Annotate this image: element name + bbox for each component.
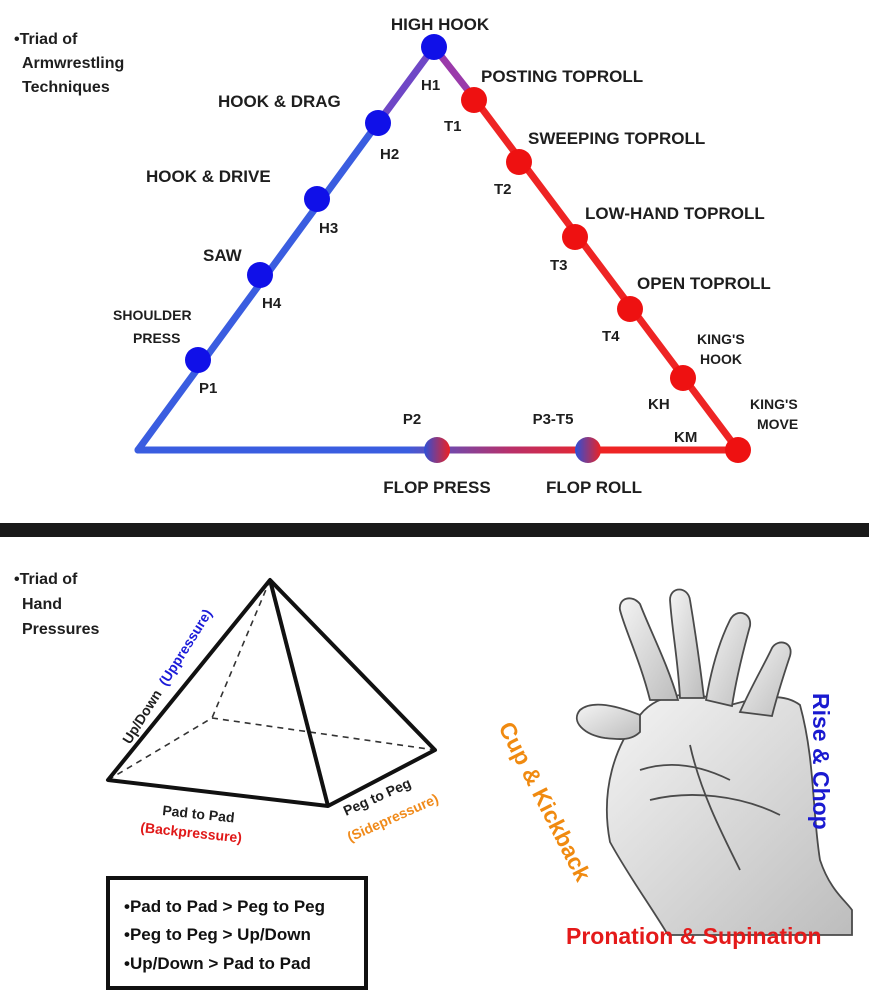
triad-pressures-section: •Triad of Hand Pressures Up/Down (Uppres… — [14, 571, 441, 990]
code-h3: H3 — [319, 220, 338, 237]
label-hook-drive: HOOK & DRIVE — [146, 167, 271, 186]
pressure-rules-box — [106, 876, 368, 990]
node-h3 — [304, 186, 330, 212]
code-h2: H2 — [380, 146, 399, 163]
code-p3t5: P3-T5 — [533, 411, 574, 428]
code-t3: T3 — [550, 257, 568, 274]
label-open-toproll: OPEN TOPROLL — [637, 274, 771, 293]
rule-3: •Up/Down > Pad to Pad — [124, 954, 311, 973]
node-t1 — [461, 87, 487, 113]
node-p3t5 — [575, 437, 601, 463]
pressure-pyramid — [106, 578, 437, 808]
node-h4 — [247, 262, 273, 288]
pressures-heading: •Triad of Hand Pressures — [14, 571, 99, 638]
rule-1: •Pad to Pad > Peg to Peg — [124, 897, 325, 916]
label-low-hand-toproll: LOW-HAND TOPROLL — [585, 204, 765, 223]
node-h1 — [421, 34, 447, 60]
code-p1: P1 — [199, 380, 217, 397]
node-p2 — [424, 437, 450, 463]
node-h2 — [365, 110, 391, 136]
techniques-heading: •Triad of Armwrestling Techniques — [14, 31, 129, 96]
node-kh — [670, 365, 696, 391]
code-h4: H4 — [262, 295, 282, 312]
code-t4: T4 — [602, 328, 620, 345]
hook-edge — [134, 127, 376, 454]
triad-techniques-section: •Triad of Armwrestling Techniques HIGH H… — [14, 15, 802, 497]
code-h1: H1 — [421, 77, 440, 94]
cup-kickback-label: Cup & Kickback — [494, 717, 597, 885]
label-sweeping-toproll: SWEEPING TOPROLL — [528, 129, 705, 148]
rise-chop-label: Rise & Chop — [808, 693, 834, 830]
node-t3 — [562, 224, 588, 250]
label-flop-roll: FLOP ROLL — [546, 478, 642, 497]
code-km: KM — [674, 429, 697, 446]
pronation-supination-label: Pronation & Supination — [566, 923, 822, 949]
label-shoulder-press: SHOULDER PRESS — [113, 307, 195, 346]
node-t2 — [506, 149, 532, 175]
section-divider — [0, 523, 869, 537]
label-hook-drag: HOOK & DRAG — [218, 92, 341, 111]
node-km — [725, 437, 751, 463]
code-t2: T2 — [494, 181, 512, 198]
face-pad-label: Pad to Pad — [162, 802, 236, 825]
label-kings-move: KING'S MOVE — [750, 396, 802, 432]
hand-sketch-icon — [575, 588, 853, 936]
label-kings-hook: KING'S HOOK — [697, 331, 749, 367]
node-p1 — [185, 347, 211, 373]
code-t1: T1 — [444, 118, 462, 135]
label-posting-toproll: POSTING TOPROLL — [481, 67, 643, 86]
rule-2: •Peg to Peg > Up/Down — [124, 925, 311, 944]
code-p2: P2 — [403, 411, 421, 428]
face-updown: Up/Down (Uppressure) — [119, 606, 215, 747]
label-saw: SAW — [203, 246, 243, 265]
code-kh: KH — [648, 396, 670, 413]
node-t4 — [617, 296, 643, 322]
label-flop-press: FLOP PRESS — [383, 478, 490, 497]
hand-section: Cup & Kickback Rise & Chop Pronation & S… — [494, 588, 853, 949]
label-high-hook: HIGH HOOK — [391, 15, 490, 34]
